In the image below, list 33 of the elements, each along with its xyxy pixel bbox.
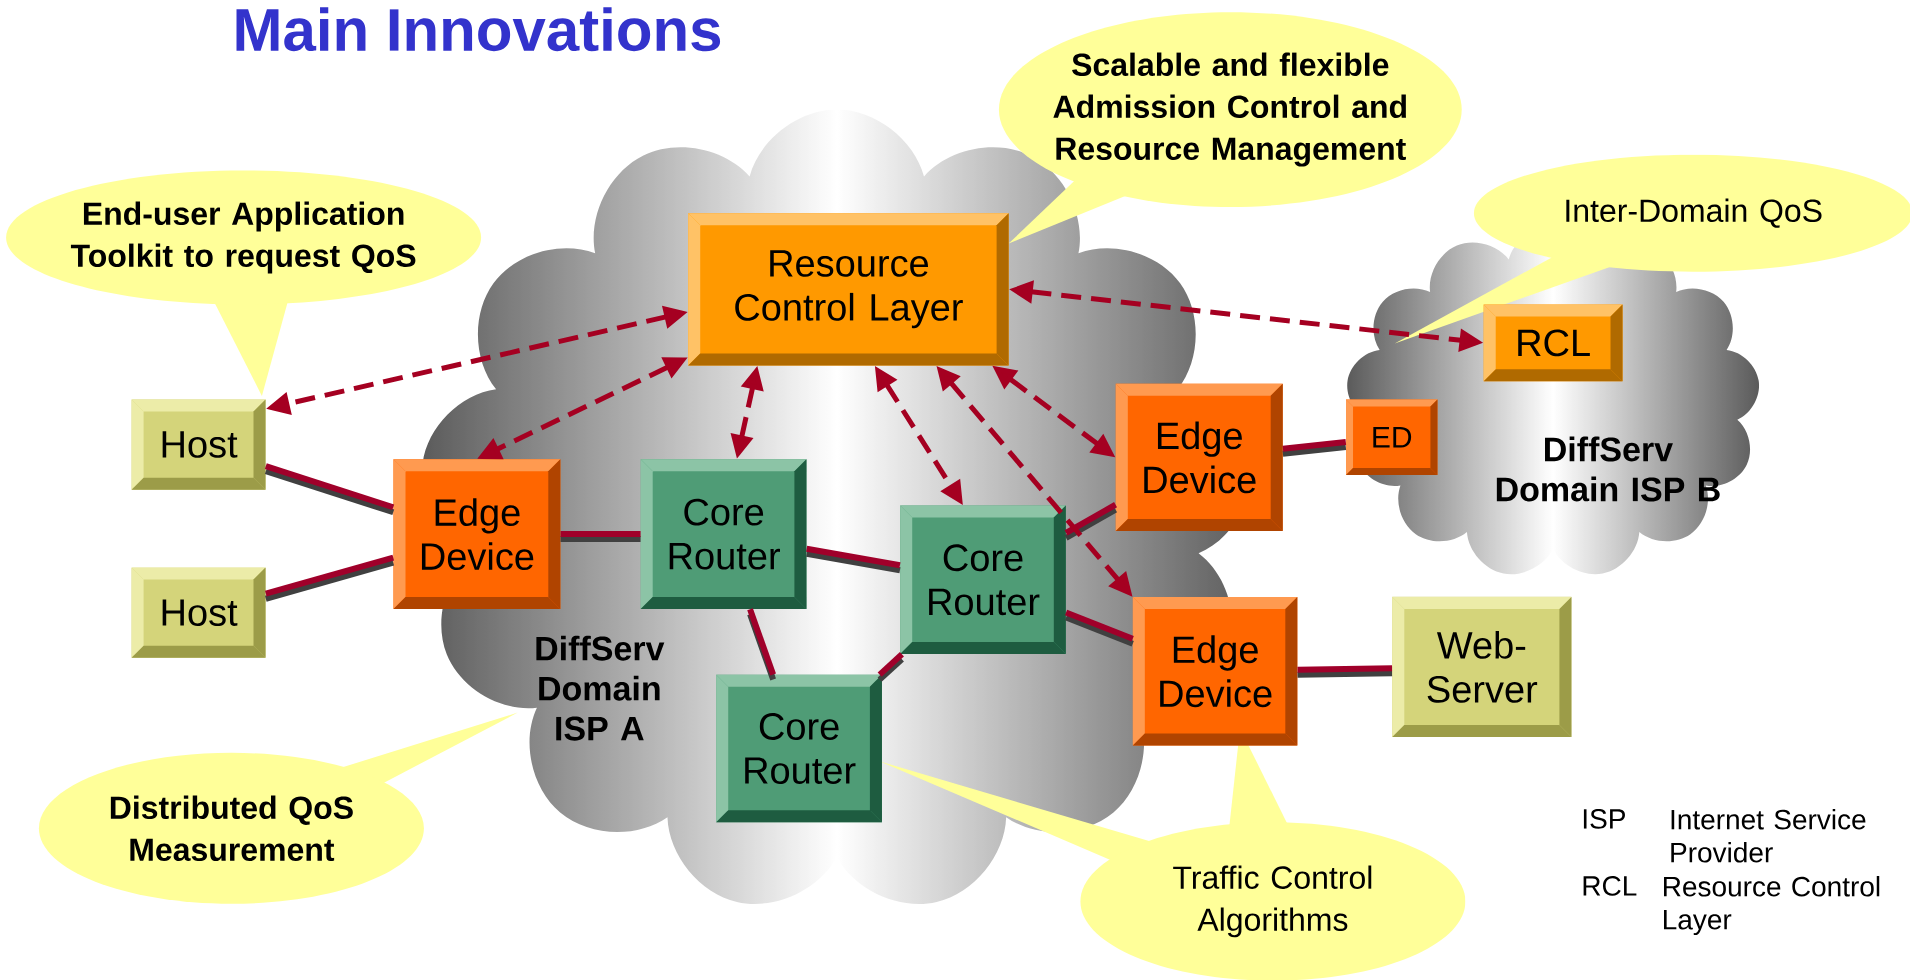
callout-bubble: Distributed QoS Measurement [38,712,518,904]
abbreviation: Resource Control Layer [1664,876,1880,936]
control-layer-box: RCL [1483,304,1623,382]
edge-device-box: Edge Device [393,459,561,610]
abbreviation: Internet Service Provider [1671,809,1866,863]
callout-bubble: Scalable and flexible Admission Control and Resource Management [998,12,1462,244]
router-box: Core Router [716,674,882,823]
control-layer-box: Resource Control Layer [688,213,1009,366]
abbreviation: RCL [1583,876,1637,896]
link-line [264,463,395,516]
callout-bubble: End-user Application Toolkit to request QoS [6,170,482,396]
link-line [1297,665,1393,678]
edge-device-box: ED [1346,399,1438,476]
link-line [1064,609,1134,647]
link-line [265,554,395,602]
host-box: Host [131,567,266,658]
host-box: Web-Server [1392,596,1572,737]
link-line [560,531,641,543]
cloud: DiffServ Domain ISP A [536,635,665,741]
abbreviation: ISP [1583,809,1625,829]
link-line [747,608,776,681]
edge-device-box: Edge Device [1132,596,1298,746]
router-box: Core Router [640,459,807,610]
host-box: Host [131,399,266,490]
callout-bubble: Traffic Control Algorithms [879,728,1466,980]
router-box: Core Router [900,505,1066,655]
link-line [1064,502,1118,541]
link-line [1282,439,1347,457]
cloud: DiffServ Domain ISP B [1496,436,1720,502]
link-line [877,652,904,682]
title: Main Innovations [236,7,721,52]
link-line [806,545,901,574]
edge-device-box: Edge Device [1115,383,1283,532]
